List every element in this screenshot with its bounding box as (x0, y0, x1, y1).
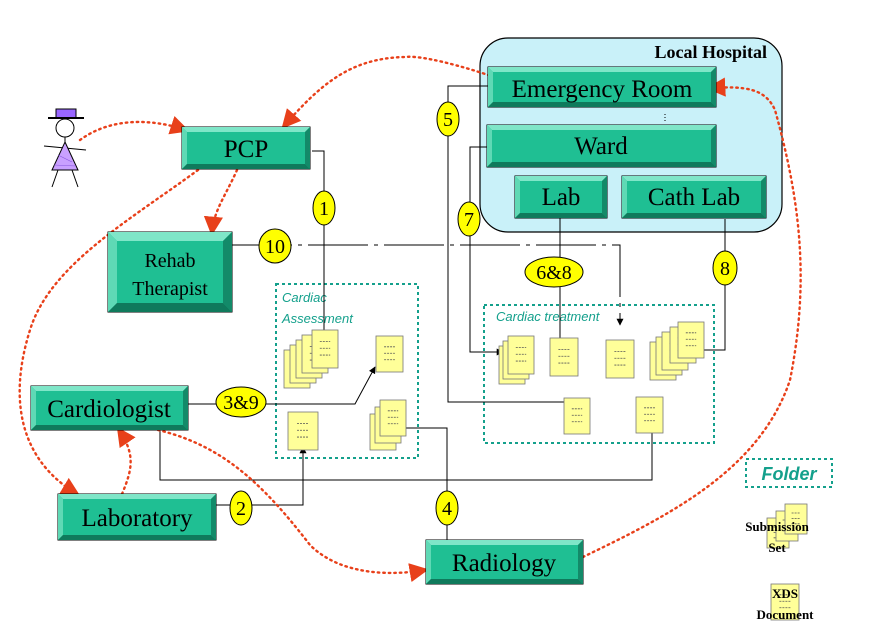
cath-lab-label: Cath Lab (648, 184, 740, 211)
radiology-label: Radiology (452, 550, 557, 577)
xds-document (375, 335, 404, 373)
cardiac-assessment-folder: Cardiac Assessment (275, 283, 419, 459)
emergency-room-label: Emergency Room (512, 76, 693, 103)
step-7: 7 (457, 201, 481, 237)
step-1: 1 (312, 190, 336, 226)
legend-xds-label-2: Document (756, 607, 814, 622)
svg-text:2: 2 (236, 498, 246, 520)
cardiac-treatment-folder: Cardiac treatment (483, 304, 715, 444)
legend-submission-label-1: Submission (745, 519, 809, 534)
svg-text:4: 4 (442, 498, 452, 520)
rehab-therapist-label-1: Rehab (144, 250, 195, 272)
step-5: 5 (436, 101, 460, 137)
submission-set-treatment-1 (498, 335, 535, 385)
submission-set-assessment (283, 329, 339, 389)
lab-box: Lab (514, 175, 608, 219)
step-markers: 1 10 3&9 2 4 5 7 6&8 8 (215, 101, 738, 526)
step-4: 4 (435, 490, 459, 526)
step-3-9: 3&9 (215, 386, 267, 418)
cardiologist-box: Cardiologist (30, 385, 189, 431)
svg-text:8: 8 (720, 258, 730, 280)
patient-path (18, 55, 802, 583)
svg-text:6&8: 6&8 (536, 262, 572, 284)
legend-submission-set-symbol (766, 503, 808, 549)
svg-text:5: 5 (443, 109, 453, 131)
emergency-room-box: Emergency Room (487, 66, 717, 108)
laboratory-label: Laboratory (81, 505, 193, 532)
svg-text:10: 10 (265, 236, 285, 258)
cath-lab-box: Cath Lab (621, 175, 767, 219)
laboratory-box: Laboratory (57, 493, 217, 541)
cardiac-assessment-label-2: Assessment (281, 311, 354, 326)
legend-xds-label-1: XDS (772, 586, 798, 601)
svg-text:1: 1 (319, 198, 329, 220)
patient-figure (43, 108, 87, 188)
step-6-8: 6&8 (524, 256, 584, 288)
legend-folder-label: Folder (761, 464, 817, 484)
svg-text:3&9: 3&9 (223, 392, 259, 414)
legend-xds-document-symbol (770, 583, 800, 621)
legend: Folder Submission Set XDS Document (745, 458, 833, 622)
svg-text:7: 7 (464, 209, 474, 231)
xds-document (549, 337, 579, 377)
lab-label: Lab (542, 184, 581, 211)
xds-document (563, 397, 591, 435)
pcp-box: PCP (181, 126, 311, 170)
local-hospital-title: Local Hospital (654, 42, 767, 62)
step-8: 8 (712, 250, 738, 286)
cardiac-treatment-label: Cardiac treatment (496, 309, 601, 324)
step-10: 10 (258, 228, 292, 264)
cardiac-assessment-label-1: Cardiac (282, 290, 327, 305)
legend-submission-label-2: Set (768, 540, 786, 555)
xds-document (605, 339, 635, 379)
submission-set-assessment-2 (369, 399, 407, 451)
radiology-box: Radiology (425, 539, 584, 585)
xds-document (287, 411, 319, 451)
ward-label: Ward (574, 133, 628, 160)
ward-box: Ward (486, 124, 717, 168)
cardiologist-label: Cardiologist (47, 396, 171, 423)
pcp-label: PCP (224, 136, 268, 163)
submission-set-treatment-2 (649, 321, 705, 381)
step-2: 2 (229, 490, 253, 526)
legend-folder-symbol (745, 458, 833, 488)
xds-document (635, 396, 664, 434)
rehab-therapist-label-2: Therapist (132, 278, 208, 300)
rehab-therapist-box: Rehab Therapist (107, 231, 233, 313)
